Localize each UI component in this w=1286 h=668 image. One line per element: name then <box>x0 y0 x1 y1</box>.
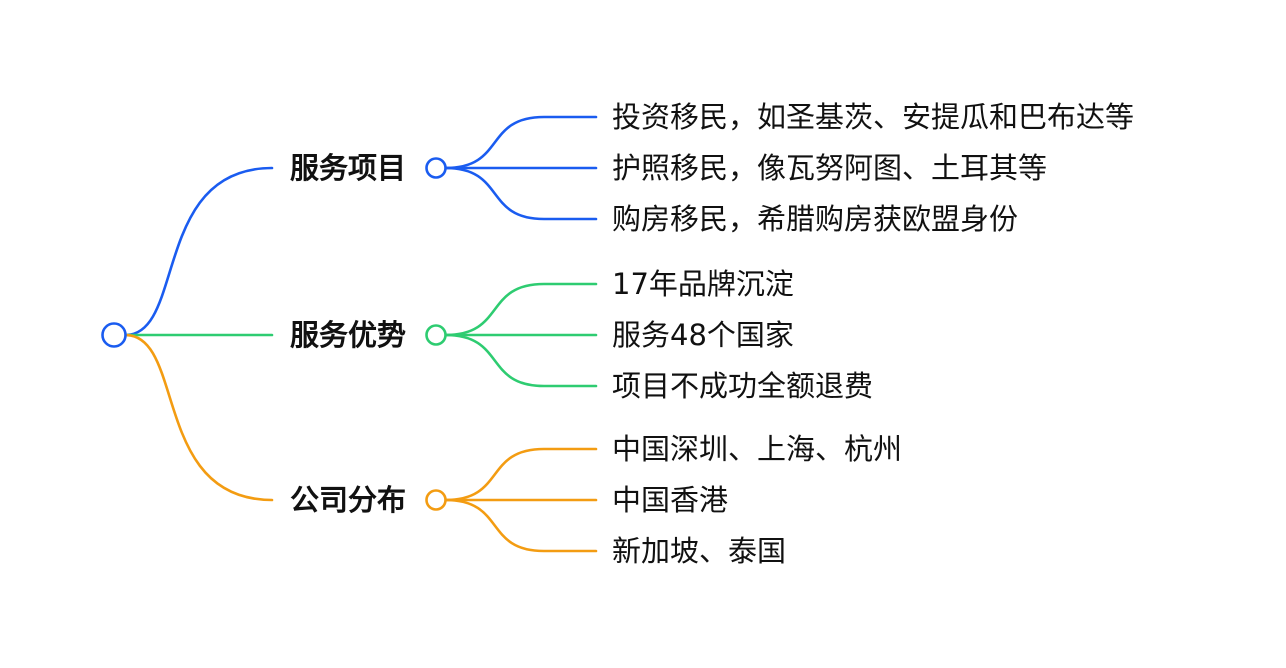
edge-root-to-branch-3 <box>124 333 274 502</box>
nodes-layer: 服务项目 投资移民，如圣基茨、安提瓜和巴布达等护照移民，像瓦努阿图、土耳其等购房移… <box>101 100 1134 568</box>
branch-node-circle-1[interactable] <box>425 157 447 179</box>
leaf-label-1-2[interactable]: 护照移民，像瓦努阿图、土耳其等 <box>612 151 1047 185</box>
leaf-label-2-2[interactable]: 服务48个国家 <box>612 318 794 352</box>
edge-branch-1-to-leaf-3 <box>444 166 598 221</box>
root-node-circle[interactable] <box>101 322 127 348</box>
edge-branch-2-to-leaf-1 <box>444 282 598 337</box>
branch-node-circle-3[interactable] <box>425 489 447 511</box>
leaf-label-1-3[interactable]: 购房移民，希腊购房获欧盟身份 <box>612 202 1018 236</box>
edge-branch-3-to-leaf-1 <box>444 447 598 502</box>
leaf-label-2-1[interactable]: 17年品牌沉淀 <box>612 267 794 301</box>
branch-label-2[interactable]: 服务优势 <box>290 318 406 352</box>
leaf-label-3-1[interactable]: 中国深圳、上海、杭州 <box>612 432 902 466</box>
branch-label-1[interactable]: 服务项目 <box>290 151 406 185</box>
branch-node-circle-2[interactable] <box>425 324 447 346</box>
leaf-label-3-2[interactable]: 中国香港 <box>612 483 728 517</box>
branch-label-3[interactable]: 公司分布 <box>290 483 406 517</box>
edge-branch-3-to-leaf-3 <box>444 498 598 553</box>
leaf-label-3-3[interactable]: 新加坡、泰国 <box>612 534 786 568</box>
edge-root-to-branch-1 <box>124 166 274 337</box>
edge-branch-2-to-leaf-3 <box>444 333 598 388</box>
edges-layer <box>124 115 598 553</box>
edge-branch-1-to-leaf-1 <box>444 115 598 170</box>
leaf-label-2-3[interactable]: 项目不成功全额退费 <box>612 369 873 403</box>
leaf-label-1-1[interactable]: 投资移民，如圣基茨、安提瓜和巴布达等 <box>612 100 1134 134</box>
